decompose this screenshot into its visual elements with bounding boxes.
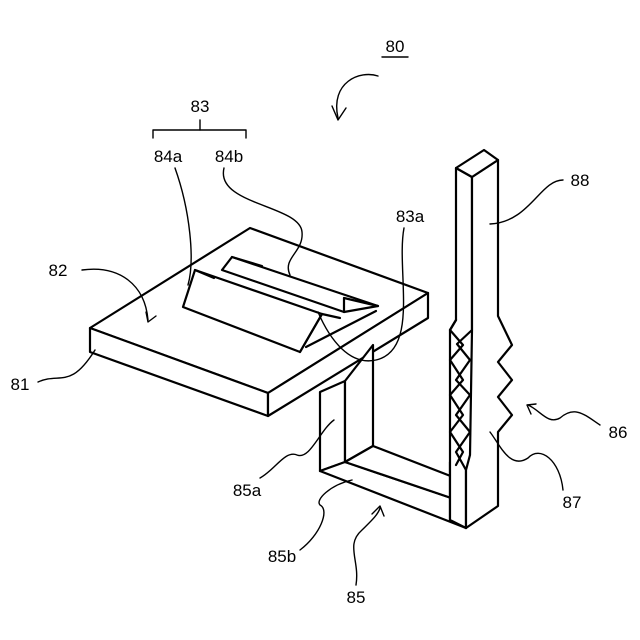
leader-85b <box>300 480 352 550</box>
label-82: 82 <box>49 261 68 280</box>
label-84a: 84a <box>154 147 183 166</box>
label-85: 85 <box>347 588 366 607</box>
upright-arm <box>450 150 512 528</box>
label-83a: 83a <box>396 207 425 226</box>
label-81: 81 <box>11 375 30 394</box>
label-85b: 85b <box>268 547 296 566</box>
upright-arm-side <box>466 160 512 528</box>
label-88: 88 <box>571 171 590 190</box>
bracket-83 <box>153 130 246 138</box>
leader-85 <box>354 508 380 585</box>
label-80: 80 <box>386 37 405 56</box>
label-85a: 85a <box>233 481 262 500</box>
hook-riser-front <box>320 381 345 471</box>
label-83: 83 <box>191 97 210 116</box>
leader-86 <box>528 405 600 425</box>
label-84b: 84b <box>215 147 243 166</box>
leader-87 <box>490 432 563 490</box>
hook <box>320 345 466 528</box>
label-86: 86 <box>609 423 628 442</box>
leader-88 <box>490 180 563 224</box>
leader-81 <box>38 350 95 382</box>
label-87: 87 <box>563 493 582 512</box>
